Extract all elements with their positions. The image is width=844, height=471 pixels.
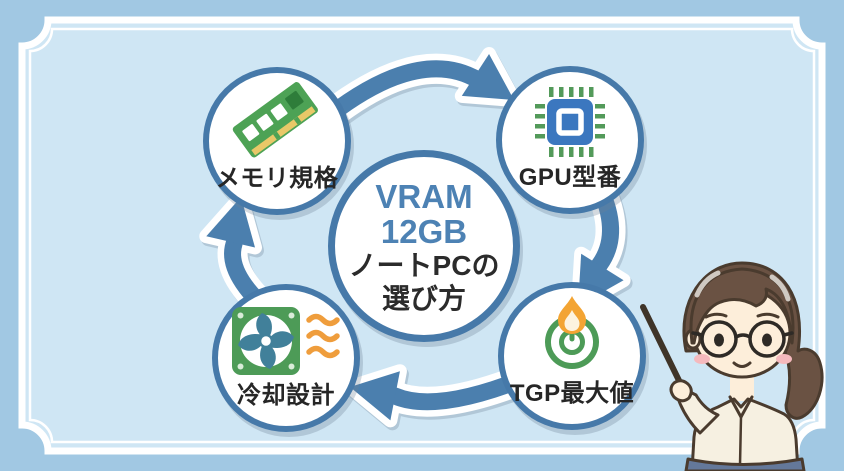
eye-right bbox=[762, 333, 772, 347]
hand bbox=[669, 379, 693, 403]
center-line-notepc: ノートPCの bbox=[348, 250, 500, 281]
power-flame-icon bbox=[504, 294, 640, 374]
node-tgp-label: TGP最大値 bbox=[509, 380, 635, 407]
node-cooling: 冷却設計 bbox=[212, 284, 360, 432]
heat-waves-icon bbox=[306, 313, 340, 359]
hair-front bbox=[689, 267, 795, 345]
node-cooling-label: 冷却設計 bbox=[237, 382, 335, 409]
gpu-chip-icon bbox=[502, 84, 638, 160]
skirt bbox=[684, 457, 806, 471]
mouth bbox=[732, 361, 752, 368]
node-gpu-label: GPU型番 bbox=[518, 164, 622, 191]
eye-left bbox=[714, 333, 724, 347]
node-center-title: VRAM 12GB ノートPCの 選び方 bbox=[328, 150, 520, 342]
center-line-vram: VRAM bbox=[375, 178, 473, 215]
node-gpu: GPU型番 bbox=[496, 66, 644, 214]
node-tgp: TGP最大値 bbox=[498, 282, 646, 430]
node-memory-label: メモリ規格 bbox=[215, 165, 339, 192]
center-line-erabikata: 選び方 bbox=[381, 283, 466, 314]
arrow-top bbox=[315, 46, 521, 130]
teacher-character bbox=[640, 261, 824, 471]
arrow-bottom bbox=[343, 364, 535, 428]
arrow-left bbox=[199, 190, 277, 320]
glasses bbox=[691, 320, 794, 358]
node-memory: メモリ規格 bbox=[203, 67, 351, 215]
center-line-12gb: 12GB bbox=[380, 213, 468, 250]
fan-icon bbox=[218, 304, 354, 378]
ram-icon bbox=[209, 79, 345, 161]
